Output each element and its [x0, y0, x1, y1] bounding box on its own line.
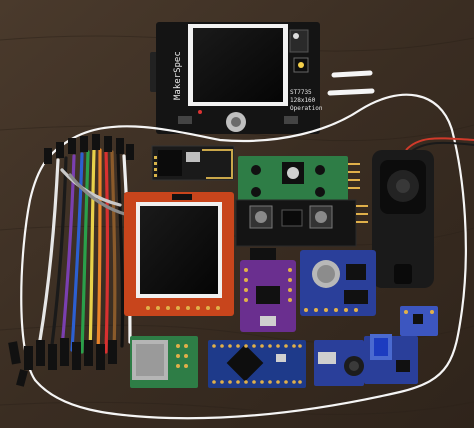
- hand-drawn-loop-icon: [20, 93, 467, 420]
- nrf24-radio-module: [151, 145, 235, 181]
- makerspec-display-board: MakerSpec ST7735 128x160 Operation: [150, 22, 323, 134]
- tft-screen: [140, 206, 218, 294]
- blue-rtc-module: [300, 250, 376, 316]
- small-blue-sensor: [400, 306, 438, 336]
- screen-label-2: 128x160: [290, 97, 316, 104]
- lcd-screen: [193, 28, 283, 102]
- speaker-module: [372, 137, 474, 288]
- pro-mini-board: [208, 340, 306, 388]
- screen-label-1: ST7735: [290, 89, 312, 96]
- screen-label-3: Operation: [290, 105, 323, 112]
- wire-connectors-top: [44, 134, 134, 164]
- black-button-module: [235, 199, 368, 247]
- green-button-shield: [238, 156, 360, 204]
- red-tft-display: [124, 192, 234, 316]
- usb-charger-module: [314, 340, 364, 386]
- equals-sign-icon: [327, 70, 375, 96]
- sd-card-module: [130, 336, 198, 388]
- jumper-wire-bundle: [38, 148, 132, 355]
- brand-label: MakerSpec: [173, 51, 183, 100]
- boost-converter-module: [364, 334, 418, 384]
- purple-microcontroller-board: [240, 248, 296, 332]
- wire-connectors-bottom: [8, 338, 117, 387]
